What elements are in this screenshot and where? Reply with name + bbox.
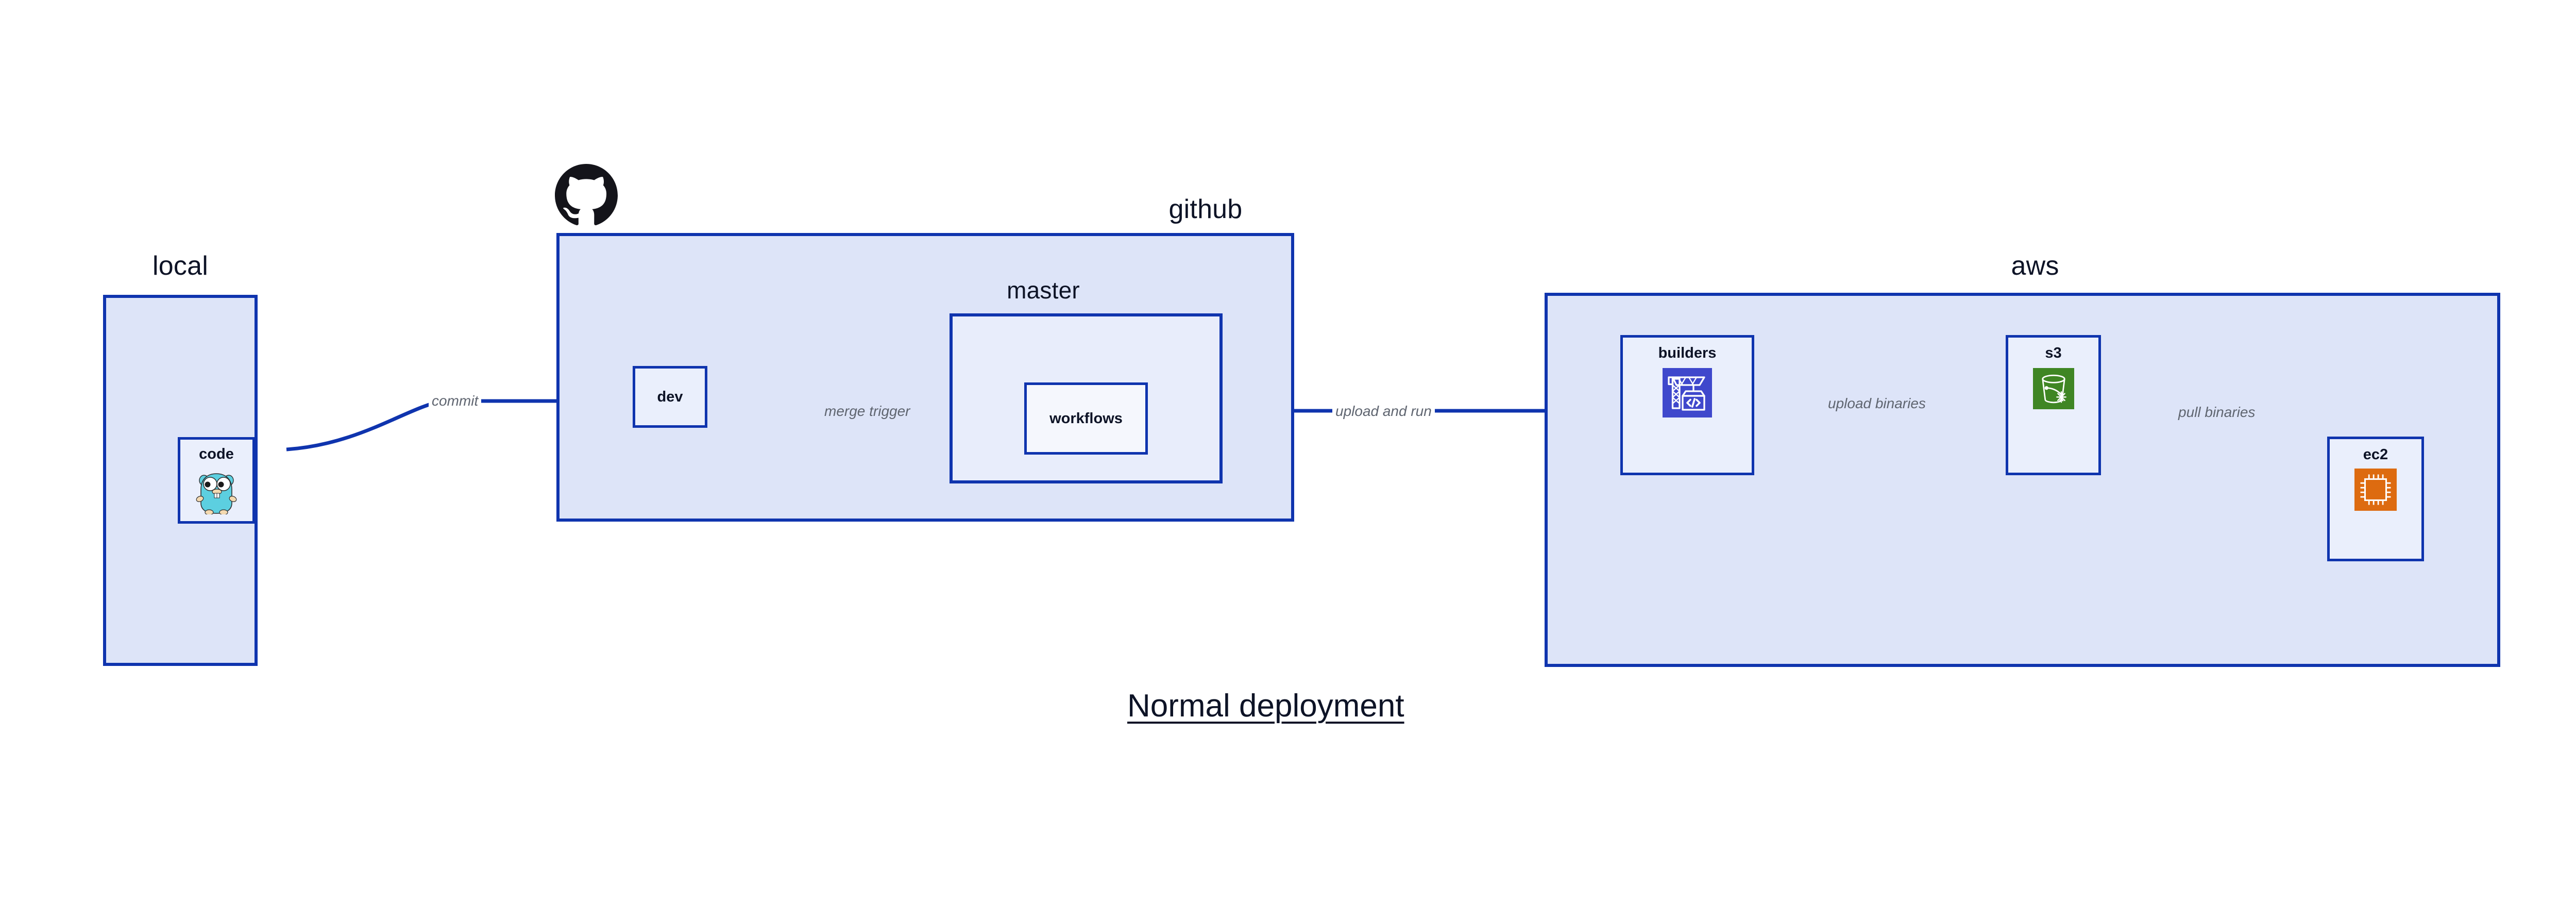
node-ec2[interactable]: ec2: [2327, 437, 2424, 561]
node-workflows[interactable]: workflows: [1024, 382, 1148, 455]
node-s3-label: s3: [2045, 345, 2062, 361]
node-s3[interactable]: s3: [2006, 335, 2101, 475]
group-label-aws: aws: [2011, 251, 2059, 281]
edge-label-commit: commit: [429, 394, 482, 408]
node-builders[interactable]: builders: [1620, 335, 1754, 475]
group-label-local: local: [152, 251, 208, 281]
node-dev[interactable]: dev: [633, 366, 707, 428]
aws-ec2-cpu-chip-icon: [2354, 469, 2397, 513]
subgroup-label-master: master: [1007, 277, 1080, 304]
node-code-label: code: [199, 446, 234, 462]
go-gopher-icon: [195, 467, 238, 517]
github-octocat-icon: [555, 164, 618, 229]
edge-label-upload-and-run: upload and run: [1332, 404, 1435, 419]
figure-caption: Normal deployment: [1127, 688, 1404, 724]
edge-label-pull-binaries: pull binaries: [2175, 405, 2259, 420]
group-label-github: github: [1168, 194, 1243, 224]
aws-s3-glacier-bucket-icon: [2032, 368, 2074, 412]
node-builders-label: builders: [1658, 345, 1717, 361]
edge-label-upload-binaries: upload binaries: [1825, 396, 1929, 411]
node-code[interactable]: code: [178, 437, 255, 524]
node-ec2-label: ec2: [2363, 446, 2388, 463]
edge-label-merge-trigger: merge trigger: [821, 404, 913, 419]
node-dev-label: dev: [657, 388, 683, 405]
aws-codebuild-crane-icon: [1663, 368, 1712, 420]
node-workflows-label: workflows: [1049, 410, 1123, 427]
